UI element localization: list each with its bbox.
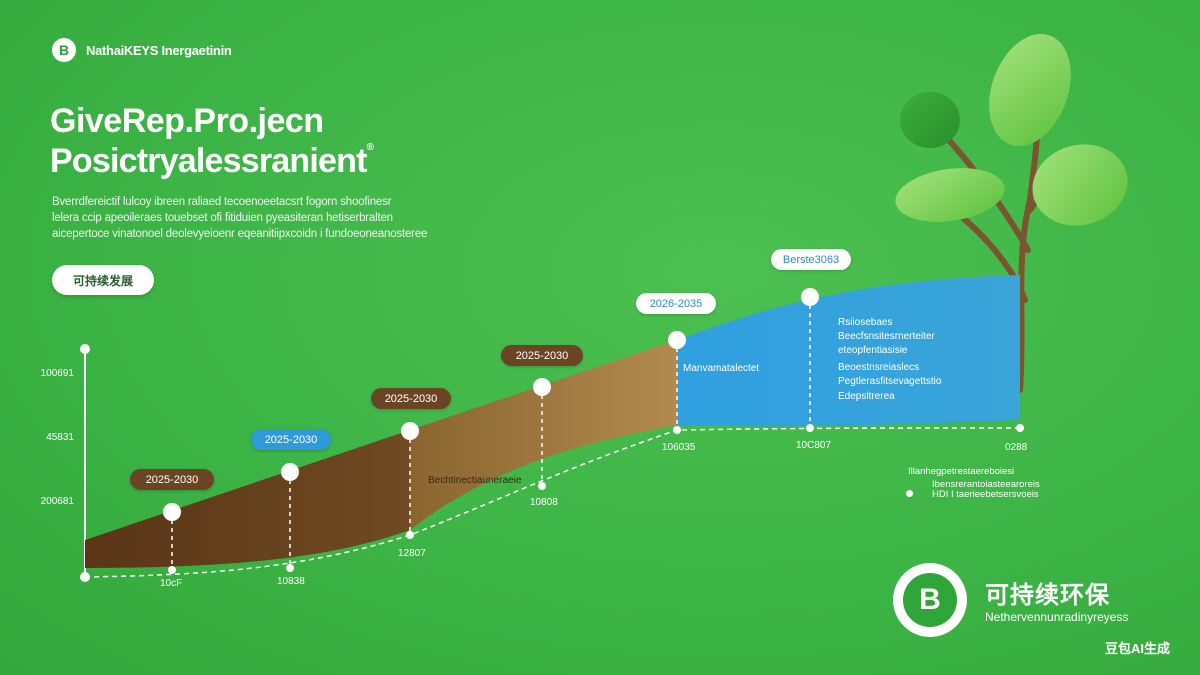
brand-logo: B [52,38,76,62]
cta-button[interactable]: 可持续发展 [52,265,154,295]
blue-note: eteopfentiasisie [838,345,908,356]
brand-name: NathaiKEYS Inergaetinin [86,42,232,58]
leaf-left-dark [900,92,960,148]
leaf-left-light [895,168,1005,222]
timeline-value: 10cF [160,578,183,589]
blue-note: Beecfsnsitesrnerteiter [838,331,935,342]
legend-text-3: HDI I taerieebetsersvoeis [932,489,1039,500]
body-text-line-1: Bverrdfereictif lulcoy ibreen raliaed te… [52,196,392,208]
segment-note: Bechtinectiauneraeie [428,475,522,486]
timeline-value: 106035 [662,442,696,453]
blue-note: Pegtlerasfitsevagettstio [838,376,942,387]
area-brown [85,430,410,568]
timeline-label: 2025-2030 [371,388,451,409]
area-blue [677,275,1020,427]
legend-text-1: Illanhegpetrestaereboiesi [908,466,1015,477]
page-title-line-2-text: Posictryalessranient [50,142,367,180]
segment-note: Manvamatalectet [683,363,760,374]
timeline-value: 10C807 [796,440,832,451]
dashed-baseline [84,427,1021,578]
area-tan [410,340,677,530]
watermark: 豆包AI生成 [1105,641,1171,656]
brand-header: B NathaiKEYS Inergaetinin [52,38,232,62]
tree-illustration [895,33,1128,393]
badge-subtitle: Nethervennunradinyreyess [985,610,1129,624]
milestone-dots [163,288,1024,574]
timeline-value: 0288 [1005,442,1028,453]
leaf-right [1032,144,1128,226]
blue-note: Beoestnsreiaslecs [838,362,920,373]
legend-text-2: Ibensrerantoiasteearoreis [932,479,1040,490]
axis-label: 45831 [46,432,74,443]
axis-label: 200681 [40,496,74,507]
badge-logo-mark: B [903,573,957,627]
body-text-line-2: lelera ccip apeoileraes touebset ofi fit… [52,212,393,224]
legend-dot [906,490,913,497]
blue-note: Edepsltrerea [838,391,895,402]
title-mark: ® [366,142,374,153]
timeline-value: 12807 [398,548,426,559]
badge-title: 可持续环保 [985,582,1110,609]
timeline-label: 2025-2030 [251,429,331,450]
timeline-label: Berste3063 [771,249,851,270]
milestones [171,297,811,570]
badge-logo: B [893,563,967,637]
body-text-line-3: aicepertoce vinatonoel deolevyeioenr eqe… [52,228,428,240]
timeline-label: 2025-2030 [501,345,583,366]
timeline-label: 2026-2035 [636,293,716,314]
blue-note: Rsiiosebaes [838,317,893,328]
timeline-label: 2025-2030 [130,469,214,490]
page-title-line-2: Posictryalessranient® [50,142,374,181]
leaf-top [989,33,1071,147]
timeline-value: 10838 [277,576,305,587]
timeline-value: 10808 [530,497,558,508]
y-axis-top-dot [80,344,90,354]
axis-label: 100691 [40,368,74,379]
page-title-line-1: GiveRep.Pro.jecn [50,102,324,140]
